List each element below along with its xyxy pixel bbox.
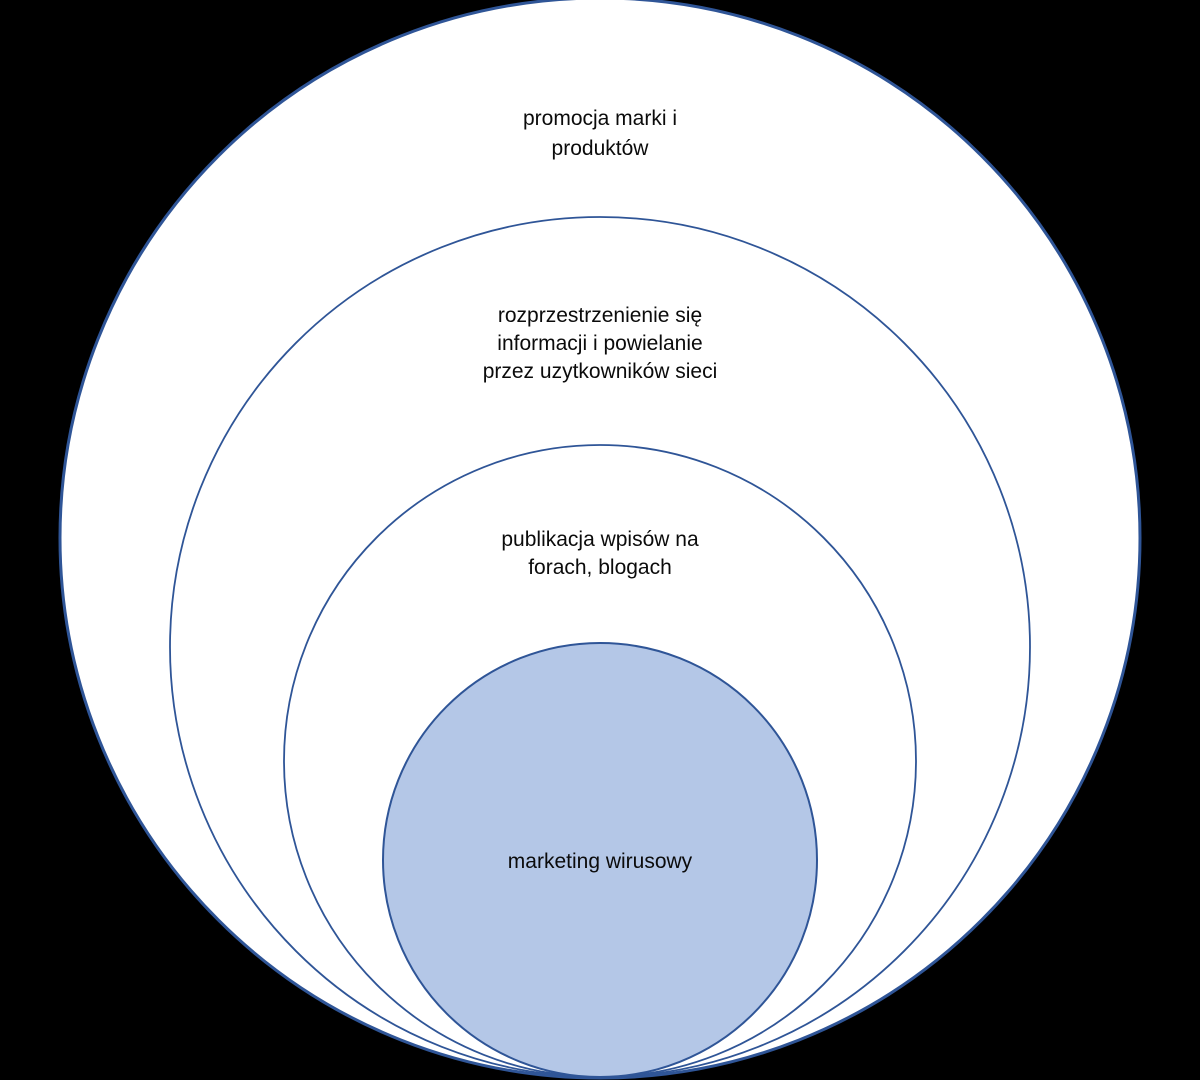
circle-level-4-marketing-wirusowy	[382, 642, 818, 1078]
label-level-3: publikacja wpisów na forach, blogach	[501, 528, 699, 579]
label-level-4: marketing wirusowy	[508, 850, 693, 873]
label-level-1-line-1: promocja marki i	[523, 107, 677, 130]
label-level-4-line-1: marketing wirusowy	[508, 850, 693, 873]
label-level-1-line-2: produktów	[552, 137, 650, 160]
label-level-2: rozprzestrzenienie się informacji i powi…	[483, 304, 718, 383]
label-level-3-line-2: forach, blogach	[528, 556, 672, 579]
label-level-1: promocja marki i produktów	[523, 107, 677, 160]
label-level-2-line-1: rozprzestrzenienie się	[498, 304, 702, 327]
label-level-2-line-3: przez uzytkowników sieci	[483, 360, 718, 383]
label-level-3-line-1: publikacja wpisów na	[501, 528, 699, 551]
label-level-2-line-2: informacji i powielanie	[497, 332, 702, 355]
